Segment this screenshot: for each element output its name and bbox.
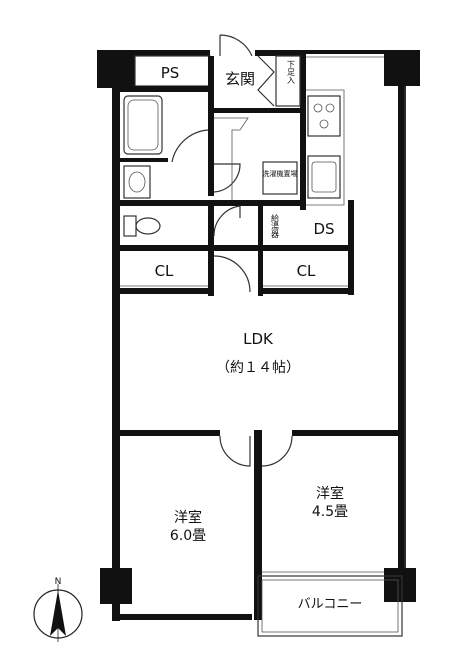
label-ps: PS [161,64,180,82]
wall-ds-right [348,200,354,295]
label-western-room-2-size: 4.5畳 [312,504,348,520]
wall-top-entrance [255,50,305,56]
burner-3-icon [319,119,329,129]
wall-top-ps [130,50,210,56]
bath-door [171,129,209,163]
burner-1-icon [313,103,323,113]
wall-left [112,86,120,621]
basin-bowl-icon [128,171,146,193]
wall-cl-left-bottom [120,288,214,294]
entrance-door [219,34,253,57]
toilet-door [213,163,241,193]
wall-bed2-top [292,430,402,436]
bed2-door [261,435,293,467]
sink-icon [307,155,341,199]
wall-corridor-top [120,200,306,206]
label-western-room-1-size: 6.0畳 [170,528,206,544]
toilet-tank-icon [123,215,137,237]
label-balcony: バルコニー [298,597,363,612]
wall-entrance-left [208,56,214,196]
wall-corridor-bottom [120,245,350,251]
label-ldk-size: （約１４帖） [216,360,300,376]
label-western-room-2: 洋室 [316,485,344,502]
pillar-bottom-right [384,568,416,602]
label-ds: DS [313,220,334,238]
stove-icon [307,95,341,137]
shoe-storage-box [275,55,301,107]
corridor-line [214,117,249,200]
kitchen-counter [306,89,345,206]
label-shoe-storage: 下足入 [287,60,296,84]
label-entrance: 玄関 [225,70,255,88]
compass-north-label: N [55,577,62,587]
bathtub-inner-icon [127,99,159,151]
label-ldk: LDK [243,330,274,348]
wall-bed-divider [254,430,262,620]
corridor-door [213,205,241,237]
label-laundry: 洗濯機置場 [263,169,298,178]
wall-bed1-top [120,430,220,436]
wall-cl-left [208,206,214,296]
label-cl-left: CL [155,262,174,280]
pillar-bottom-left [100,568,132,604]
cl-door [213,255,251,293]
wall-bottom [120,614,252,620]
wall-cl-right-bottom [258,288,354,294]
wash-basin-icon [123,165,151,199]
laundry-icon [262,161,298,195]
compass-icon: N [33,577,83,642]
wall-bath-bottom [120,158,168,162]
wall-kitchen-left [300,110,306,210]
pillar-top-right [384,50,420,86]
sink-bowl-icon [311,161,337,193]
wall-ds-left [258,206,263,296]
label-water-heater: 給湯器 [271,213,280,239]
balcony-inner [261,579,399,633]
wall-top-kitchen [305,50,385,54]
pillar-top-left [97,50,135,88]
wall-bath-top [120,86,212,92]
entrance-folding [257,55,275,107]
label-western-room-1: 洋室 [174,509,202,526]
wall-right [398,86,406,576]
bed1-door [219,435,251,467]
balcony-outline [257,575,403,637]
toilet-bowl-icon [135,217,161,235]
wall-entrance-bottom [214,108,306,113]
bathtub-icon [123,95,163,155]
label-cl-right: CL [297,262,316,280]
wall-entrance-right [300,54,306,110]
burner-2-icon [325,103,335,113]
